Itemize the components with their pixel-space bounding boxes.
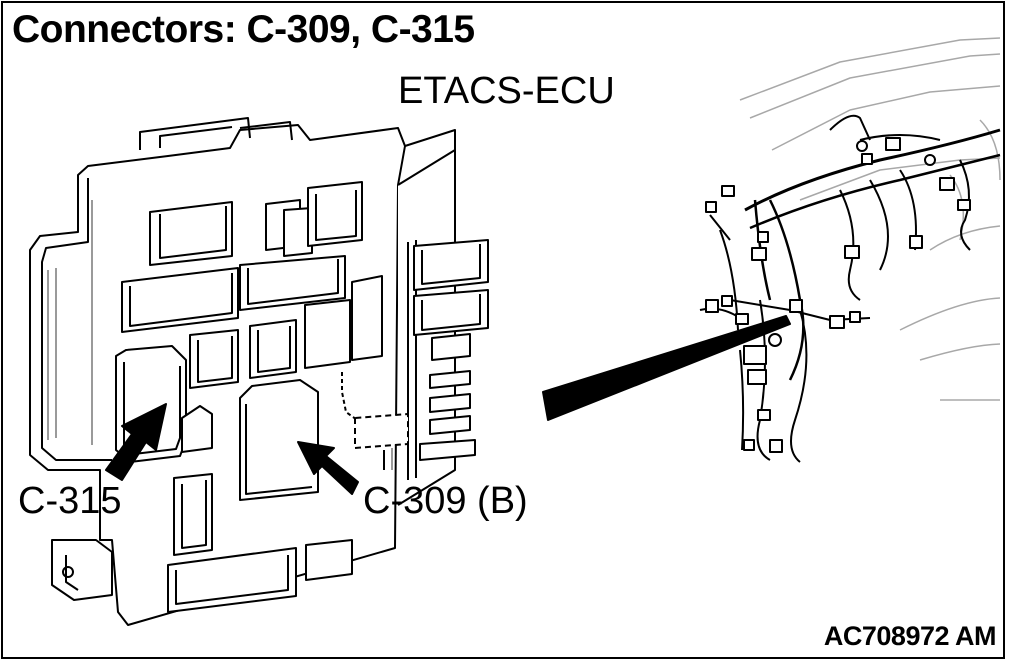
etacs-ecu-unit	[29, 117, 489, 626]
dashboard-harness-sketch	[699, 37, 1001, 463]
diagram-title: Connectors: C-309, C-315	[12, 8, 475, 51]
etacs-ecu-label: ETACS-ECU	[398, 70, 615, 112]
c309-callout-label: C-309 (B)	[363, 480, 528, 522]
figure-id: AC708972 AM	[823, 621, 997, 651]
location-leader	[542, 315, 791, 421]
c309-arrow	[297, 441, 359, 495]
c315-callout-label: C-315	[18, 480, 122, 522]
c315-arrow	[105, 403, 167, 481]
